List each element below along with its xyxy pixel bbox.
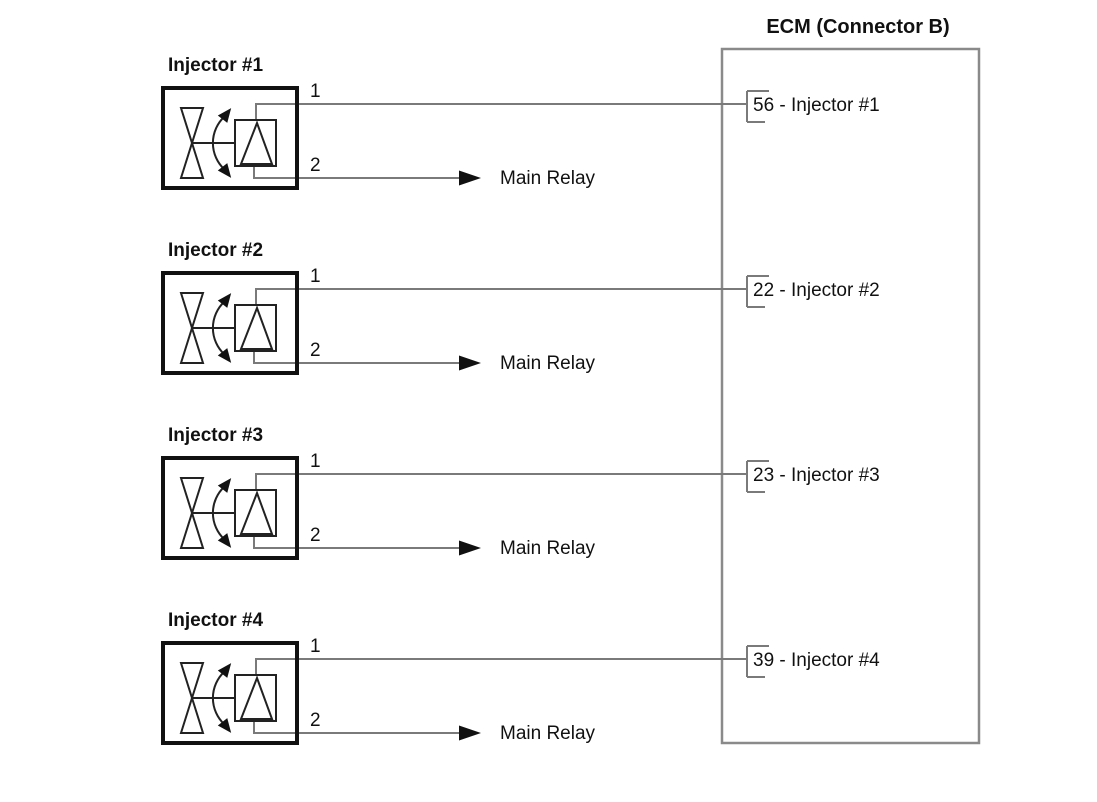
- pin1-label: 1: [310, 266, 321, 287]
- solenoid-triangle-icon: [239, 675, 274, 720]
- solenoid-box: [234, 119, 277, 167]
- rotation-arrow-icon: [211, 478, 232, 548]
- rotation-arc: [211, 301, 225, 355]
- pin2-wire: [253, 721, 459, 734]
- rotation-arrow-icon: [211, 663, 232, 733]
- pin1-wire: [255, 473, 747, 490]
- injector-row: Injector #2 1 2 Main Relay 22 - Injector…: [161, 240, 880, 375]
- ecm-pin-label: 56 - Injector #1: [753, 95, 880, 116]
- pin2-wire: [253, 536, 459, 549]
- rotation-arrowhead-bottom: [217, 533, 232, 548]
- pin1-label: 1: [310, 636, 321, 657]
- ecm-pin-label: 22 - Injector #2: [753, 280, 880, 301]
- ecm-box: [720, 47, 981, 745]
- ecm-pin-bracket: [746, 460, 769, 493]
- valve-hourglass-icon: [179, 662, 205, 734]
- pin2-label: 2: [310, 710, 321, 731]
- solenoid-box: [234, 304, 277, 352]
- valve-hourglass-icon: [179, 292, 205, 364]
- solenoid-triangle-icon: [239, 490, 274, 535]
- injector-label: Injector #4: [168, 610, 263, 631]
- pin1-label: 1: [310, 81, 321, 102]
- main-relay-arrow-icon: [459, 355, 481, 371]
- solenoid-triangle-icon: [239, 120, 274, 165]
- main-relay-label: Main Relay: [500, 168, 596, 189]
- injector-label: Injector #1: [168, 55, 263, 76]
- pin2-wire: [253, 166, 459, 179]
- rotation-arc: [211, 116, 225, 170]
- injector-box: [161, 86, 299, 190]
- pin2-wire: [253, 351, 459, 364]
- pin2-label: 2: [310, 340, 321, 361]
- main-relay-label: Main Relay: [500, 538, 596, 559]
- rotation-arrowhead-top: [217, 293, 232, 308]
- injector-label: Injector #3: [168, 425, 263, 446]
- rotation-arrowhead-top: [217, 478, 232, 493]
- ecm-pin-bracket: [746, 90, 769, 123]
- main-relay-arrow-icon: [459, 540, 481, 556]
- valve-hourglass-icon: [179, 477, 205, 549]
- pin1-wire: [255, 103, 747, 120]
- injector-row: Injector #3 1 2 Main Relay 23 - Injector…: [161, 425, 880, 560]
- rotation-arrow-icon: [211, 293, 232, 363]
- injector-row: Injector #1 1 2 Main Relay 56 - Injector…: [161, 55, 880, 190]
- pin1-wire: [255, 658, 747, 675]
- rotation-arrowhead-bottom: [217, 718, 232, 733]
- injector-box: [161, 271, 299, 375]
- pin1-label: 1: [310, 451, 321, 472]
- ecm-title: ECM (Connector B): [766, 16, 949, 38]
- ecm-pin-bracket: [746, 645, 769, 678]
- ecm-pin-bracket: [746, 275, 769, 308]
- rotation-arc: [211, 671, 225, 725]
- pin1-wire: [255, 288, 747, 305]
- valve-hourglass-icon: [179, 107, 205, 179]
- main-relay-label: Main Relay: [500, 353, 596, 374]
- pin2-label: 2: [310, 525, 321, 546]
- solenoid-triangle-icon: [239, 305, 274, 350]
- solenoid-box: [234, 674, 277, 722]
- main-relay-arrow-icon: [459, 725, 481, 741]
- rotation-arrowhead-top: [217, 663, 232, 678]
- ecm-pin-label: 39 - Injector #4: [753, 650, 880, 671]
- main-relay-arrow-icon: [459, 170, 481, 186]
- main-relay-label: Main Relay: [500, 723, 596, 744]
- rotation-arrowhead-bottom: [217, 348, 232, 363]
- injector-row: Injector #4 1 2 Main Relay 39 - Injector…: [161, 610, 880, 745]
- pin2-label: 2: [310, 155, 321, 176]
- injector-box: [161, 456, 299, 560]
- injector-label: Injector #2: [168, 240, 263, 261]
- rotation-arrow-icon: [211, 108, 232, 178]
- injector-box: [161, 641, 299, 745]
- rotation-arc: [211, 486, 225, 540]
- solenoid-box: [234, 489, 277, 537]
- rotation-arrowhead-bottom: [217, 163, 232, 178]
- ecm-pin-label: 23 - Injector #3: [753, 465, 880, 486]
- rotation-arrowhead-top: [217, 108, 232, 123]
